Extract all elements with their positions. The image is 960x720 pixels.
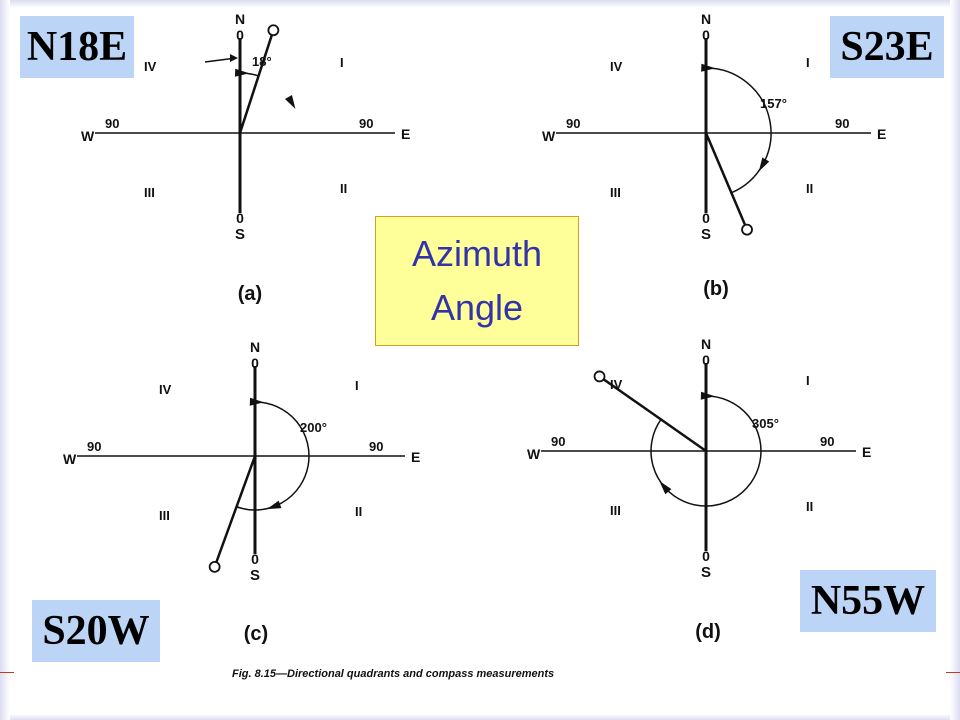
angle-label-c: 200° (300, 420, 327, 435)
south-label-b: S (701, 226, 711, 243)
north-value-b: 0 (702, 27, 710, 43)
arc-arrowhead-d-mid (659, 480, 672, 495)
north-value-d: 0 (702, 352, 710, 368)
diagram-label-b: (b) (703, 278, 729, 300)
arc-arrowhead-b-start (701, 63, 716, 72)
east-label-b: E (877, 126, 886, 142)
east-label-d: E (862, 444, 871, 460)
north-label-c: N (250, 339, 260, 355)
west-value-c: 90 (87, 439, 101, 454)
footer-rule-right (946, 672, 960, 673)
quadrant-ii-d: II (806, 499, 813, 514)
quadrant-ii-c: II (355, 504, 362, 519)
north-value-c: 0 (251, 355, 259, 371)
north-label-a: N (235, 11, 245, 27)
angle-label-b: 157° (760, 96, 787, 111)
azimuth-arc-b (705, 67, 772, 194)
quadrant-ii-a: II (340, 181, 347, 196)
tag-d: N55W (800, 570, 936, 632)
quadrant-iv-c: IV (159, 382, 172, 397)
angle-label-a: 18° (252, 54, 272, 69)
south-value-a: 0 (236, 210, 244, 226)
west-label-c: W (63, 451, 77, 467)
arc-arrowhead-c-start (249, 397, 264, 406)
footer-rule-left (0, 672, 14, 673)
north-label-d: N (701, 336, 711, 352)
diagram-label-a: (a) (238, 283, 262, 305)
azimuth-arc-c (236, 401, 310, 511)
bearing-endpoint-d (593, 370, 606, 383)
tag-b: S23E (830, 16, 944, 78)
tag-c: S20W (32, 600, 160, 662)
west-label-a: W (81, 128, 95, 144)
north-value-a: 0 (236, 27, 244, 43)
arc-arrowhead-b-mid (758, 157, 770, 172)
arc-arrowhead-a-mid (284, 94, 296, 110)
quadrant-i-b: I (806, 55, 810, 70)
east-label-a: E (401, 126, 410, 142)
west-value-d: 90 (551, 434, 565, 449)
south-label-a: S (235, 226, 245, 243)
quadrant-ii-b: II (806, 181, 813, 196)
frame-bottom (0, 714, 960, 720)
bearing-endpoint-a (267, 24, 280, 37)
quadrant-i-a: I (340, 55, 344, 70)
bearing-line-d (598, 375, 707, 453)
quadrant-iii-a: III (144, 185, 155, 200)
frame-top (0, 0, 960, 8)
bearing-endpoint-c (208, 560, 221, 573)
west-label-d: W (527, 446, 541, 462)
west-label-b: W (542, 128, 556, 144)
arc-arrowhead-a-start (234, 68, 250, 77)
east-label-c: E (411, 449, 420, 465)
bearing-line-c (213, 455, 257, 568)
bearing-line-a (238, 29, 275, 134)
quadrant-i-d: I (806, 373, 810, 388)
diagram-label-c: (c) (244, 623, 268, 645)
azimuth-arc-d (650, 395, 762, 507)
angle-label-d: 305° (752, 416, 779, 431)
north-pointer-arrow-a (230, 54, 238, 62)
east-value-d: 90 (820, 434, 834, 449)
box-line-2: Angle (430, 287, 524, 328)
bearing-line-b (704, 132, 749, 231)
figure-caption: Fig. 8.15—Directional quadrants and comp… (232, 668, 555, 680)
box-line-1: Azimuth (411, 233, 543, 274)
quadrant-iv-b: IV (610, 59, 623, 74)
quadrant-iii-c: III (159, 508, 170, 523)
south-value-d: 0 (702, 548, 710, 564)
bearing-endpoint-b (741, 223, 753, 236)
arc-arrowhead-d-start (700, 391, 715, 400)
north-label-b: N (701, 11, 711, 27)
quadrant-iii-b: III (610, 185, 621, 200)
east-value-c: 90 (369, 439, 383, 454)
west-value-b: 90 (566, 116, 580, 131)
tag-a: N18E (20, 16, 134, 78)
east-value-a: 90 (359, 116, 373, 131)
quadrant-i-c: I (355, 378, 359, 393)
south-value-c: 0 (251, 551, 259, 567)
quadrant-iii-d: III (610, 503, 621, 518)
diagram-label-d: (d) (695, 621, 721, 643)
quadrant-iv-a: IV (144, 59, 157, 74)
frame-left (0, 0, 10, 720)
south-label-d: S (701, 564, 711, 581)
arc-arrowhead-c-mid (266, 500, 282, 510)
south-label-c: S (250, 567, 260, 584)
west-value-a: 90 (105, 116, 119, 131)
azimuth-angle-box: Azimuth Angle (375, 216, 579, 346)
east-value-b: 90 (835, 116, 849, 131)
south-value-b: 0 (702, 210, 710, 226)
frame-right (950, 0, 960, 720)
quadrant-iv-d: IV (610, 377, 623, 392)
